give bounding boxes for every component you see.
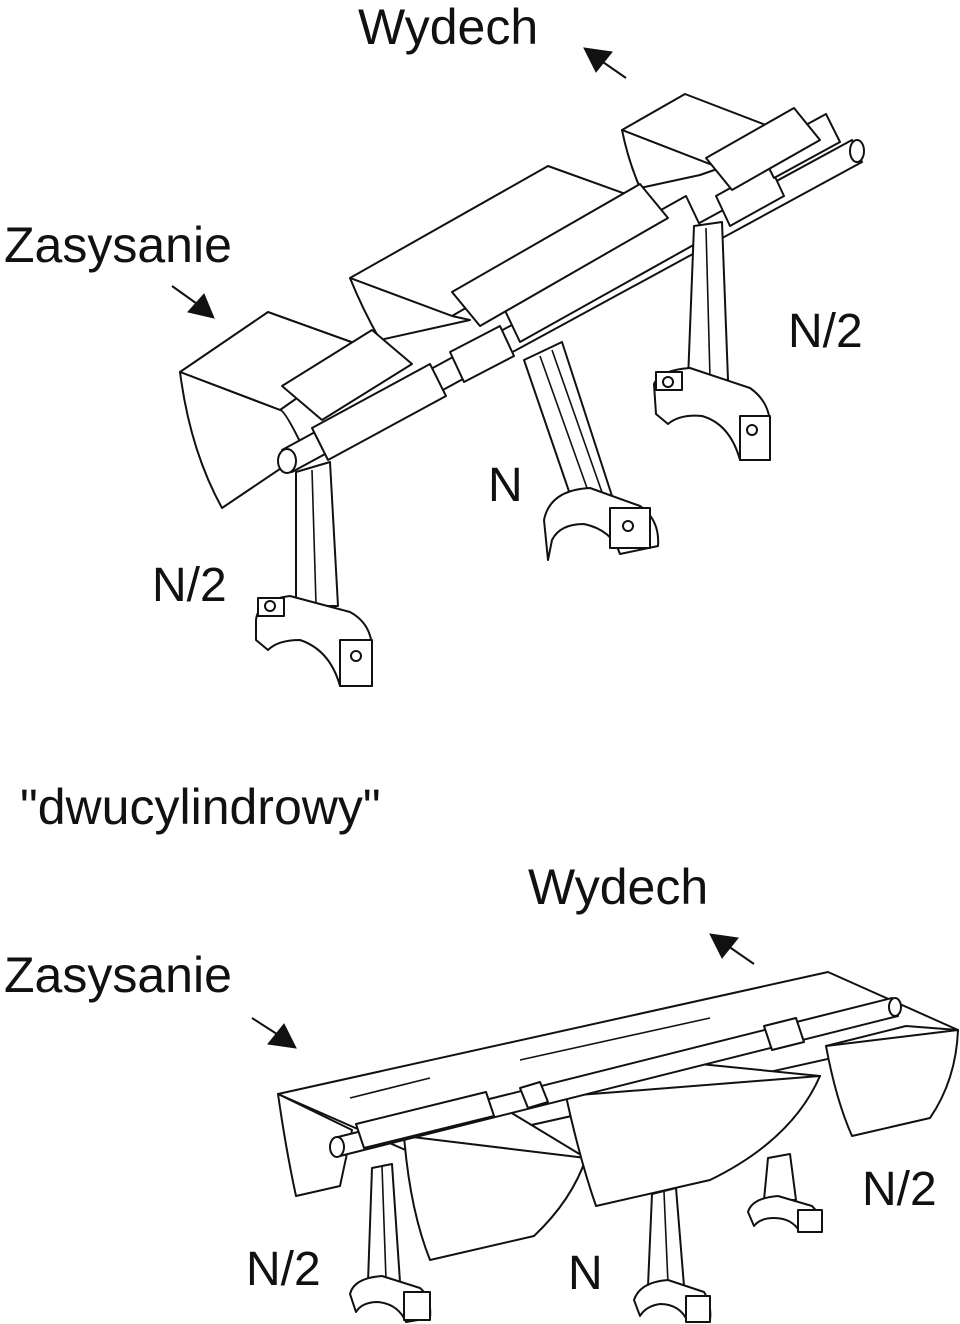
rod-center-drawing bbox=[523, 341, 660, 561]
bottom-intake-arrow-icon bbox=[251, 1017, 297, 1049]
top-rod-left-label: N/2 bbox=[152, 559, 227, 612]
bottom-rod-left-label: N/2 bbox=[246, 1243, 321, 1296]
rod-right-drawing bbox=[653, 221, 771, 461]
top-exhaust-label: Wydech bbox=[358, 0, 539, 55]
bottom-rod-left-drawing bbox=[349, 1163, 432, 1323]
bottom-rod-center-label: N bbox=[568, 1247, 603, 1300]
rod-left-drawing bbox=[255, 461, 373, 687]
bottom-rod-right-label: N/2 bbox=[862, 1163, 937, 1216]
top-crankshaft-drawing bbox=[171, 47, 865, 687]
bottom-rod-right-drawing bbox=[747, 1153, 823, 1233]
intake-arrow-icon bbox=[171, 285, 215, 319]
bottom-exhaust-label: Wydech bbox=[528, 859, 709, 915]
bottom-rod-center-drawing bbox=[633, 1187, 712, 1323]
top-intake-label: Zasysanie bbox=[4, 217, 232, 273]
top-rod-right-label: N/2 bbox=[788, 305, 863, 358]
bottom-exhaust-arrow-icon bbox=[709, 933, 755, 965]
top-rod-center-label: N bbox=[488, 459, 523, 512]
bottom-title: "dwucylindrowy" bbox=[20, 779, 381, 835]
bottom-intake-label: Zasysanie bbox=[4, 947, 232, 1003]
exhaust-arrow-icon bbox=[583, 47, 627, 79]
